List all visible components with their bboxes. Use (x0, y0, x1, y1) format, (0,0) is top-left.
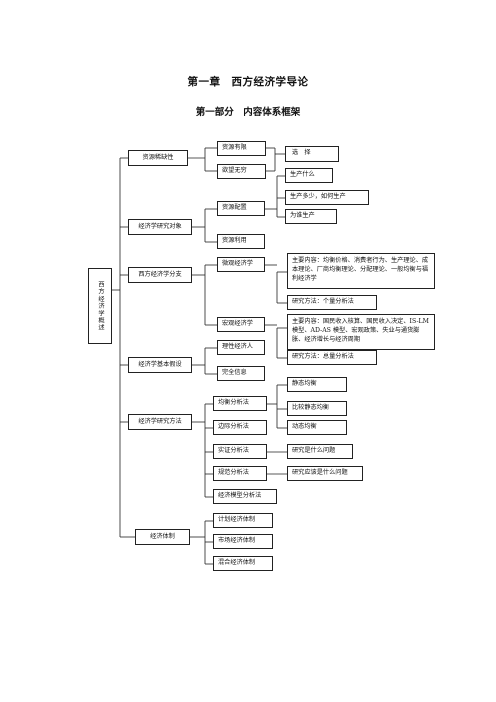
node-micro-content: 主要内容：均衡价格、消费者行为、生产理论、成本理论、厂商均衡理论、分配理论、一般… (287, 253, 435, 289)
node-what: 生产什么 (285, 168, 333, 183)
node-positive: 实证分析法 (213, 444, 267, 459)
node-dynamic: 动态均衡 (287, 420, 347, 435)
node-market: 市场经济体制 (213, 534, 273, 549)
node-branches: 西方经济学分支 (128, 267, 192, 283)
node-macro-content: 主要内容：国民收入核算、国民收入决定、IS-LM 模型、AD-AS 模型、宏观政… (287, 314, 435, 350)
node-allocation: 资源配置 (217, 201, 265, 216)
node-micro-method: 研究方法：个量分析法 (287, 295, 377, 310)
node-assumptions: 经济学基本假设 (128, 357, 192, 373)
node-complete-info: 完全信息 (217, 366, 265, 381)
node-methods: 经济学研究方法 (128, 414, 192, 430)
node-model: 经济模型分析法 (213, 489, 277, 504)
node-micro: 微观经济学 (217, 257, 265, 272)
node-choice: 选 择 (285, 146, 339, 162)
node-limited: 资源有限 (217, 141, 266, 156)
node-normative: 规范分析法 (213, 466, 267, 481)
node-mixed: 混合经济体制 (213, 556, 273, 571)
node-positive-question: 研究是什么问题 (287, 444, 353, 459)
node-research-object: 经济学研究对象 (128, 219, 192, 235)
root-node: 西方经济学概述 (88, 268, 112, 344)
node-macro-method: 研究方法：总量分析法 (287, 350, 377, 365)
node-systems: 经济体制 (135, 529, 190, 545)
node-marginal: 边际分析法 (213, 420, 267, 435)
node-comparative: 比较静态均衡 (287, 401, 347, 416)
node-static: 静态均衡 (287, 377, 347, 392)
section-title: 第一部分 内容体系框架 (195, 107, 301, 118)
node-rational: 理性经济人 (217, 340, 265, 355)
node-for-whom: 为谁生产 (285, 209, 337, 224)
node-unlimited: 欲望无穷 (217, 164, 266, 179)
node-macro: 宏观经济学 (217, 317, 265, 332)
node-equilibrium: 均衡分析法 (213, 396, 267, 411)
node-utilization: 资源利用 (217, 234, 265, 249)
chapter-title: 第一章 西方经济学导论 (187, 76, 309, 88)
node-how: 生产多少，如何生产 (285, 190, 369, 205)
node-normative-question: 研究应该是什么问题 (287, 466, 363, 481)
node-planned: 计划经济体制 (213, 513, 273, 528)
root-label: 西方经济学概述 (97, 280, 104, 332)
node-scarcity: 资源稀缺性 (128, 150, 188, 166)
